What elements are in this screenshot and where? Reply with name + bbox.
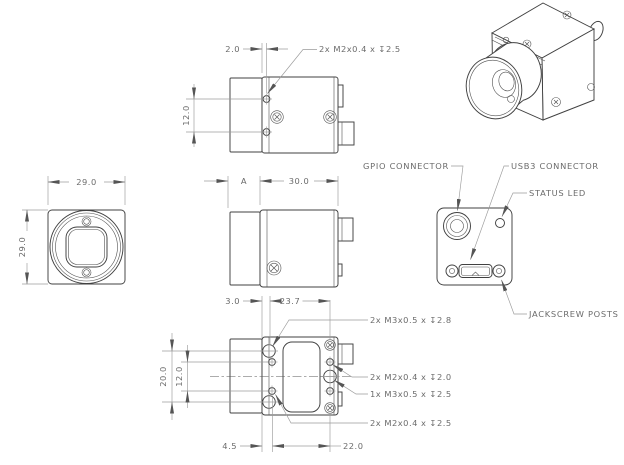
note-m2-right: 2x M2x0.4 x ↧2.0	[370, 372, 452, 382]
dim-top-hole-spacing: 12.0	[181, 105, 191, 125]
dimension-lines	[162, 296, 368, 452]
connector-stub	[337, 343, 354, 365]
dim-body-length: 30.0	[289, 176, 309, 186]
bottom-recess	[282, 341, 321, 413]
usb3-connector	[458, 264, 493, 278]
torx-screw	[270, 110, 284, 124]
camera-body	[47, 209, 126, 285]
label-status-led: STATUS LED	[529, 188, 586, 198]
top-view: 2.0 12.0 2x M2x0.4 x ↧2.5	[181, 43, 401, 154]
iso-lens	[465, 42, 542, 120]
note-m3-top: 2x M3x0.5 x ↧2.8	[370, 315, 452, 325]
status-led	[495, 218, 505, 228]
dim-m2-spacing: 12.0	[174, 366, 184, 386]
side-tab	[337, 391, 343, 407]
side-tab	[337, 84, 344, 108]
leader-lines	[451, 165, 527, 315]
note-m2-bottom: 2x M2x0.4 x ↧2.5	[370, 418, 452, 428]
connector-stub	[337, 121, 355, 146]
sensor-aperture	[65, 226, 108, 268]
m2-mounting-hole	[324, 356, 336, 368]
back-view: GPIO CONNECTOR USB3 CONNECTOR STATUS LED…	[363, 161, 619, 319]
torx-screw	[266, 260, 282, 276]
bottom-view: 3.0 23.7 20.0 12.0 4.5 22.0 2x M3x0.5 x …	[158, 296, 452, 452]
dimension-lines	[204, 176, 339, 208]
lens-barrel	[229, 211, 261, 286]
dim-bottom-front-offset-2: 4.5	[222, 441, 237, 451]
lens-screw	[81, 216, 92, 227]
camera-body	[261, 76, 339, 154]
dim-bottom-hole-span-bottom: 22.0	[343, 441, 363, 451]
m2-mounting-hole	[324, 385, 336, 397]
dim-lens-length: A	[241, 176, 247, 186]
jackscrew-post-right	[492, 264, 506, 278]
jackscrew-post-left	[445, 264, 459, 278]
lens-barrel	[229, 77, 263, 153]
iso-right-screws	[551, 83, 595, 107]
isometric-view	[465, 2, 604, 121]
label-jackscrew-posts: JACKSCREW POSTS	[528, 309, 619, 319]
gpio-connector	[443, 212, 471, 240]
connector-stub	[337, 217, 354, 242]
side-view: A 30.0	[204, 176, 354, 288]
dim-m3-spacing: 20.0	[158, 366, 168, 386]
torx-screw	[323, 110, 337, 124]
label-gpio-connector: GPIO CONNECTOR	[363, 161, 449, 171]
dim-front-height: 29.0	[17, 237, 27, 257]
dimension-lines	[186, 43, 317, 147]
dim-front-width: 29.0	[76, 177, 96, 187]
dimension-lines	[22, 176, 126, 285]
front-view: 29.0 29.0	[17, 176, 126, 285]
label-usb3-connector: USB3 CONNECTOR	[511, 161, 599, 171]
dim-bottom-front-offset: 3.0	[225, 296, 240, 306]
note-top-screws: 2x M2x0.4 x ↧2.5	[319, 44, 401, 54]
dim-top-offset: 2.0	[225, 44, 240, 54]
lens-screw	[81, 267, 92, 278]
side-tab	[337, 263, 343, 277]
lens-mount	[49, 210, 124, 284]
camera-body	[259, 209, 339, 288]
dim-bottom-hole-span-top: 23.7	[280, 296, 300, 306]
camera-body	[436, 207, 513, 286]
note-m3-center: 1x M3x0.5 x ↧2.5	[370, 389, 452, 399]
m3-tripod-hole	[321, 367, 339, 386]
